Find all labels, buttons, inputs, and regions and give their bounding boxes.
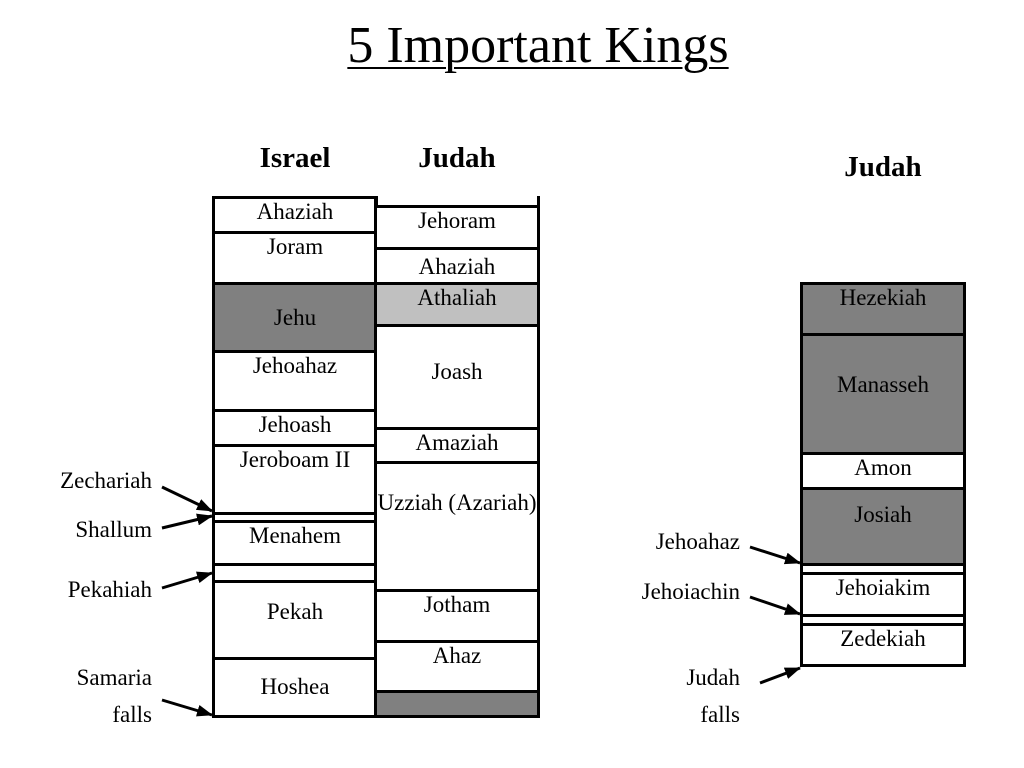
king-cell: Uzziah (Azariah) <box>377 461 537 589</box>
israel-header: Israel <box>259 142 331 174</box>
arrow-shallum <box>161 513 213 530</box>
king-cell <box>215 512 375 520</box>
king-cell: Ahaziah <box>215 196 375 231</box>
king-cell: Jehu <box>215 282 375 350</box>
king-cell: Manasseh <box>803 333 963 452</box>
judah-late-header: Judah <box>844 151 922 183</box>
king-cell <box>803 614 963 623</box>
king-cell: Josiah <box>803 487 963 563</box>
king-cell <box>215 563 375 580</box>
king-cell: Amon <box>803 452 963 487</box>
king-cell <box>803 563 963 572</box>
king-cell: Athaliah <box>377 282 537 324</box>
arrow-judah-falls <box>759 666 801 685</box>
king-cell: Jehoahaz <box>215 350 375 409</box>
arrow-jehoahaz <box>749 545 801 565</box>
king-cell: Amaziah <box>377 427 537 461</box>
page-title: 5 Important Kings <box>347 17 729 74</box>
king-cell: Ahaz <box>377 640 537 690</box>
label-jehoiachin: Jehoiachin <box>641 579 740 604</box>
judah-early-header: Judah <box>418 142 496 174</box>
arrow-zechariah <box>161 485 213 513</box>
king-cell: Zedekiah <box>803 623 963 667</box>
label-samaria: Samaria <box>76 665 152 690</box>
king-cell: Joram <box>215 231 375 282</box>
king-cell: Pekah <box>215 580 375 657</box>
king-cell: Hezekiah <box>803 282 963 333</box>
king-cell <box>377 690 537 718</box>
king-cell: Jehoiakim <box>803 572 963 614</box>
label-samaria-falls: falls <box>112 702 152 727</box>
label-judah-falls: falls <box>700 702 740 727</box>
label-shallum: Shallum <box>75 517 152 542</box>
arrow-pekahiah <box>161 571 213 590</box>
label-zechariah: Zechariah <box>60 468 152 493</box>
king-cell: Ahaziah <box>377 247 537 282</box>
arrow-samaria-falls <box>161 698 213 717</box>
arrow-jehoiachin <box>749 595 801 616</box>
king-cell: Joash <box>377 324 537 427</box>
king-cell: Hoshea <box>215 657 375 718</box>
label-judah: Judah <box>686 665 740 690</box>
king-cell: Jeroboam II <box>215 444 375 512</box>
label-pekahiah: Pekahiah <box>67 577 152 602</box>
king-cell: Jehoash <box>215 409 375 444</box>
king-cell: Jehoram <box>377 205 537 247</box>
king-cell: Menahem <box>215 520 375 563</box>
king-cell: Jotham <box>377 589 537 640</box>
label-jehoahaz: Jehoahaz <box>655 529 740 554</box>
